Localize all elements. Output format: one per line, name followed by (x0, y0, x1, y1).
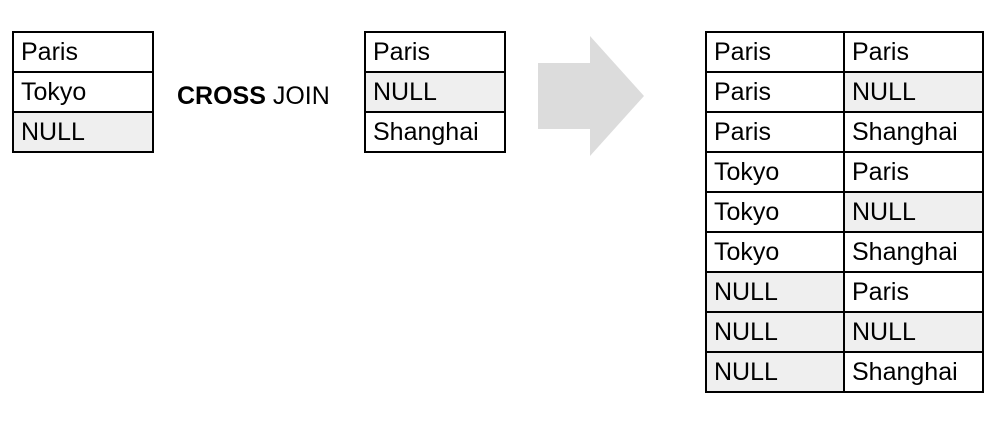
arrow-shape (538, 36, 644, 156)
table-cell: NULL (843, 191, 984, 233)
table-row: NULL (364, 71, 506, 113)
table-cell: Paris (843, 151, 984, 193)
table-row: Paris (12, 31, 154, 73)
table-cell: Paris (705, 71, 845, 113)
table-cell: Paris (705, 31, 845, 73)
left-table: Paris Tokyo NULL (12, 31, 154, 153)
table-row: NULL (12, 111, 154, 153)
table-cell: Shanghai (843, 351, 984, 393)
join-word: JOIN (272, 82, 330, 110)
table-cell: Paris (843, 31, 984, 73)
table-cell: Shanghai (364, 111, 506, 153)
table-cell: Tokyo (705, 151, 845, 193)
right-arrow-icon (538, 36, 644, 156)
table-cell: Paris (843, 271, 984, 313)
table-cell: Shanghai (843, 231, 984, 273)
table-cell: NULL (12, 111, 154, 153)
table-cell: Tokyo (705, 231, 845, 273)
table-row: Tokyo (12, 71, 154, 113)
table-cell: NULL (843, 311, 984, 353)
table-cell: Paris (12, 31, 154, 73)
right-table: Paris NULL Shanghai (364, 31, 506, 153)
table-cell: NULL (705, 351, 845, 393)
table-row: Shanghai (364, 111, 506, 153)
table-cell: NULL (705, 311, 845, 353)
table-row: Paris (364, 31, 506, 73)
table-cell: NULL (843, 71, 984, 113)
table-cell: NULL (705, 271, 845, 313)
table-cell: Paris (364, 31, 506, 73)
table-cell: Shanghai (843, 111, 984, 153)
join-keyword: CROSS (177, 82, 266, 110)
table-cell: Tokyo (12, 71, 154, 113)
table-cell: NULL (364, 71, 506, 113)
table-cell: Tokyo (705, 191, 845, 233)
table-cell: Paris (705, 111, 845, 153)
join-operator-label: CROSS JOIN (177, 77, 330, 115)
